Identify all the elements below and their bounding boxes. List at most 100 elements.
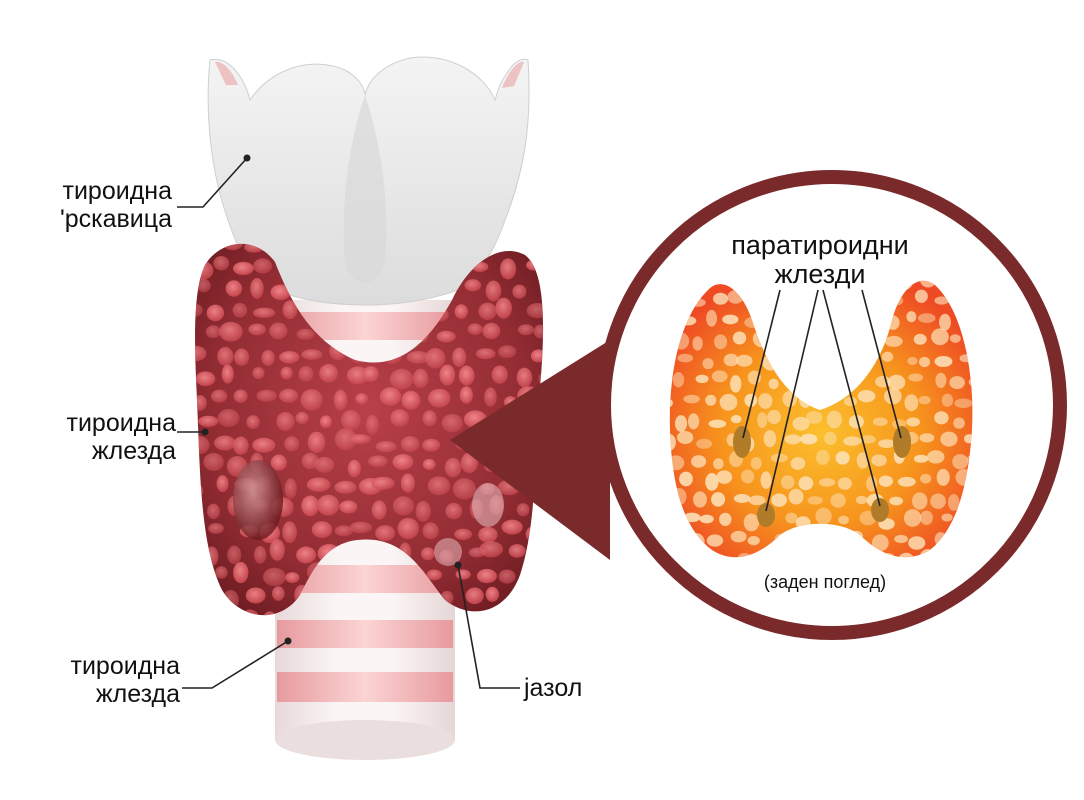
follicle: [426, 569, 443, 581]
follicle: [677, 353, 694, 363]
follicle: [748, 495, 766, 506]
follicle: [400, 436, 420, 452]
follicle: [843, 436, 862, 446]
follicle: [788, 488, 804, 505]
follicle: [952, 454, 969, 470]
follicle: [252, 366, 265, 380]
follicle: [732, 331, 747, 345]
follicle: [708, 419, 727, 429]
follicle: [282, 300, 298, 320]
follicle: [815, 449, 830, 466]
follicle: [452, 478, 476, 500]
follicle: [262, 567, 286, 587]
follicle: [535, 590, 544, 602]
follicle: [919, 356, 931, 368]
follicle: [940, 431, 958, 447]
follicle: [365, 414, 379, 435]
follicle: [702, 358, 714, 370]
follicle: [826, 410, 842, 429]
follicle: [349, 521, 373, 534]
follicle: [232, 261, 254, 276]
follicle: [296, 546, 316, 564]
follicle: [516, 243, 534, 252]
follicle: [911, 492, 928, 510]
follicle: [716, 470, 733, 484]
follicle: [206, 304, 225, 322]
follicle: [508, 544, 526, 558]
follicle: [947, 494, 960, 511]
follicle: [333, 389, 348, 411]
follicle: [920, 280, 937, 288]
follicle: [195, 529, 205, 541]
follicle: [525, 563, 539, 579]
follicle: [757, 412, 768, 429]
follicle: [415, 500, 431, 522]
follicle: [935, 372, 947, 388]
follicle: [907, 357, 918, 366]
follicle: [203, 452, 224, 471]
follicle: [714, 334, 728, 350]
leader-parathyroid: [765, 289, 819, 512]
follicle: [743, 513, 760, 532]
thyroid-cartilage: [207, 56, 530, 306]
follicle: [263, 611, 277, 616]
follicle: [881, 351, 894, 362]
parathyroid-gland-upper-right: [893, 426, 911, 458]
follicle: [917, 313, 936, 323]
follicle: [225, 280, 243, 297]
follicle: [233, 436, 249, 455]
follicle: [454, 528, 473, 541]
follicle: [730, 530, 747, 543]
follicle: [871, 534, 889, 552]
follicle: [941, 393, 954, 407]
follicle: [379, 387, 402, 406]
label-line: жлезди: [774, 259, 866, 289]
follicle: [412, 368, 429, 389]
follicle: [723, 353, 739, 367]
parathyroid-gland-lower-right: [871, 498, 889, 522]
label-nodule: јазол: [524, 674, 583, 702]
follicle: [397, 517, 419, 540]
follicle: [464, 279, 482, 292]
follicle: [771, 493, 787, 507]
trachea-ring: [277, 620, 453, 648]
follicle: [205, 546, 219, 567]
follicle: [213, 256, 230, 271]
follicle: [498, 569, 516, 584]
follicle: [422, 522, 439, 540]
follicle: [301, 349, 323, 361]
follicle: [539, 547, 544, 562]
follicle: [798, 476, 814, 491]
follicle: [848, 414, 864, 429]
follicle: [319, 415, 332, 429]
follicle: [227, 545, 242, 565]
follicle: [246, 415, 260, 429]
follicle: [425, 348, 446, 369]
follicle: [252, 437, 276, 453]
follicle: [250, 277, 264, 299]
label-line: паратироидни: [731, 230, 909, 260]
follicle: [234, 348, 250, 366]
follicle: [884, 335, 903, 347]
follicle: [920, 473, 932, 484]
follicle: [240, 609, 260, 616]
follicle: [919, 433, 935, 443]
follicle: [889, 496, 903, 506]
follicle: [741, 469, 755, 484]
follicle: [767, 409, 782, 425]
follicle: [517, 605, 539, 616]
follicle: [785, 512, 798, 524]
label-line: 'рскавица: [59, 205, 172, 233]
follicle: [349, 433, 371, 445]
follicle: [722, 314, 739, 325]
follicle: [355, 393, 369, 405]
follicle: [711, 370, 728, 383]
follicle: [687, 413, 700, 430]
follicle: [525, 526, 541, 542]
follicle: [439, 364, 456, 386]
follicle: [215, 566, 228, 579]
follicle: [371, 500, 387, 520]
leader-dot: [243, 154, 251, 162]
follicle: [195, 436, 210, 455]
follicle: [939, 313, 951, 331]
